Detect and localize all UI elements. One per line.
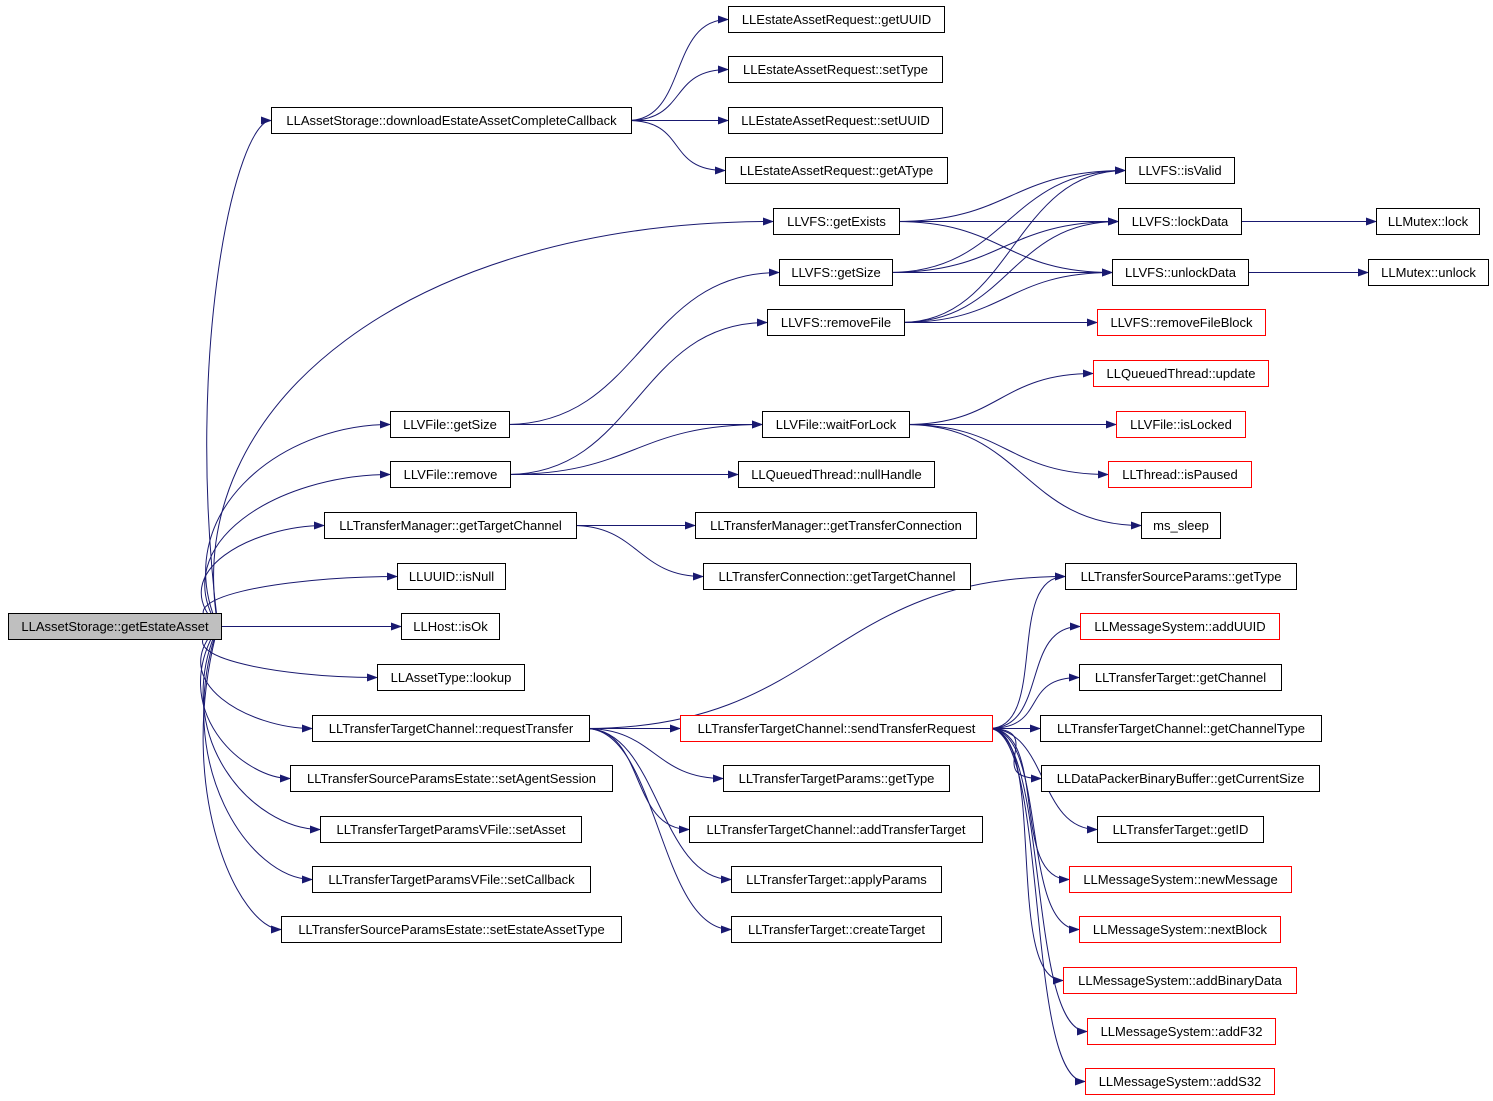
- node-mutex-unlock[interactable]: LLMutex::unlock: [1368, 259, 1489, 286]
- node-tt-create-target[interactable]: LLTransferTarget::createTarget: [731, 916, 942, 943]
- node-e-get-uuid[interactable]: LLEstateAssetRequest::getUUID: [728, 6, 945, 33]
- edge-ttcSendTransferRequest-to-dpbbGetCurrentSize: [988, 728, 1042, 783]
- node-ttc-get-channel-type[interactable]: LLTransferTargetChannel::getChannelType: [1040, 715, 1322, 742]
- edge-root-to-dl: [206, 116, 272, 627]
- node-vfs-remove-file[interactable]: LLVFS::removeFile: [767, 309, 905, 336]
- edge-ttcSendTransferRequest-to-ttGetChannel: [988, 673, 1080, 729]
- node-vfile-get-size[interactable]: LLVFile::getSize: [390, 411, 510, 438]
- edge-vfileGetSize-to-vfsGetSize: [505, 268, 780, 425]
- edge-ttcRequestTransfer-to-tspGetType: [585, 572, 1066, 729]
- edge-vfileWaitForLock-to-threadIsPaused: [905, 424, 1109, 479]
- edge-vfileWaitForLock-to-msSleep: [905, 424, 1142, 530]
- edge-root-to-vfsGetExists: [213, 217, 774, 627]
- edge-vfsRemoveFile-to-vfsLockData: [900, 217, 1119, 323]
- node-ms-add-uuid[interactable]: LLMessageSystem::addUUID: [1080, 613, 1280, 640]
- edge-root-to-tspeSetAgentSession: [200, 626, 291, 783]
- node-vfs-get-exists[interactable]: LLVFS::getExists: [773, 208, 900, 235]
- node-thread-is-paused[interactable]: LLThread::isPaused: [1108, 461, 1252, 488]
- node-vfs-get-size[interactable]: LLVFS::getSize: [779, 259, 893, 286]
- node-ms-add-f32[interactable]: LLMessageSystem::addF32: [1087, 1018, 1276, 1045]
- node-tt-apply-params[interactable]: LLTransferTarget::applyParams: [731, 866, 942, 893]
- node-tm-get-target-channel[interactable]: LLTransferManager::getTargetChannel: [324, 512, 577, 539]
- node-ttpv-set-callback[interactable]: LLTransferTargetParamsVFile::setCallback: [312, 866, 591, 893]
- node-tt-get-channel[interactable]: LLTransferTarget::getChannel: [1079, 664, 1282, 691]
- node-tspe-set-estate-asset-type[interactable]: LLTransferSourceParamsEstate::setEstateA…: [281, 916, 622, 943]
- node-qt-null-handle[interactable]: LLQueuedThread::nullHandle: [738, 461, 935, 488]
- node-ms-add-s32[interactable]: LLMessageSystem::addS32: [1085, 1068, 1275, 1095]
- node-e-get-atype[interactable]: LLEstateAssetRequest::getAType: [725, 157, 948, 184]
- node-ms-sleep[interactable]: ms_sleep: [1141, 512, 1221, 539]
- edge-ttcRequestTransfer-to-ttpGetType: [585, 728, 724, 783]
- node-ttpv-set-asset[interactable]: LLTransferTargetParamsVFile::setAsset: [320, 816, 582, 843]
- node-dpbb-get-current-size[interactable]: LLDataPackerBinaryBuffer::getCurrentSize: [1041, 765, 1320, 792]
- node-uuid-is-null[interactable]: LLUUID::isNull: [397, 563, 506, 590]
- node-ttc-add-transfer-target[interactable]: LLTransferTargetChannel::addTransferTarg…: [689, 816, 983, 843]
- node-vfs-lock-data[interactable]: LLVFS::lockData: [1118, 208, 1242, 235]
- node-at-lookup[interactable]: LLAssetType::lookup: [377, 664, 525, 691]
- edge-dl-to-eGetAType: [627, 120, 726, 175]
- node-vfile-is-locked[interactable]: LLVFile::isLocked: [1116, 411, 1246, 438]
- node-vfile-wait-for-lock[interactable]: LLVFile::waitForLock: [762, 411, 910, 438]
- edge-root-to-ttpvSetCallback: [203, 626, 313, 884]
- edge-ttcSendTransferRequest-to-msNewMessage: [988, 728, 1070, 884]
- edge-root-to-atLookup: [202, 626, 378, 682]
- edge-ttcSendTransferRequest-to-msNextBlock: [988, 728, 1080, 934]
- node-tsp-get-type[interactable]: LLTransferSourceParams::getType: [1065, 563, 1297, 590]
- edge-dl-to-eGetUUID: [627, 15, 729, 121]
- node-vfile-remove[interactable]: LLVFile::remove: [390, 461, 511, 488]
- edge-ttcSendTransferRequest-to-tspGetType: [988, 572, 1066, 729]
- edge-root-to-uuidIsNull: [202, 572, 398, 627]
- edge-root-to-tspeSetEstateAssetType: [202, 626, 282, 934]
- node-ms-add-binary-data[interactable]: LLMessageSystem::addBinaryData: [1063, 967, 1297, 994]
- node-mutex-lock[interactable]: LLMutex::lock: [1376, 208, 1480, 235]
- edge-ttcSendTransferRequest-to-msAddUUID: [988, 622, 1081, 729]
- edge-vfileRemove-to-vfsRemoveFile: [506, 318, 768, 475]
- edge-root-to-ttpvSetAsset: [202, 626, 321, 834]
- edge-tmGetTargetChannel-to-tcGetTargetChannel: [572, 525, 704, 581]
- node-ttc-send-transfer-request[interactable]: LLTransferTargetChannel::sendTransferReq…: [680, 715, 993, 742]
- node-vfs-remove-file-block[interactable]: LLVFS::removeFileBlock: [1097, 309, 1266, 336]
- node-tm-get-transfer-connection[interactable]: LLTransferManager::getTransferConnection: [695, 512, 977, 539]
- edge-vfsGetSize-to-vfsIsValid: [888, 166, 1126, 273]
- node-ms-new-message[interactable]: LLMessageSystem::newMessage: [1069, 866, 1292, 893]
- edge-vfsRemoveFile-to-vfsIsValid: [900, 166, 1126, 323]
- edge-ttcRequestTransfer-to-ttApplyParams: [585, 728, 732, 884]
- edge-root-to-ttcRequestTransfer: [200, 626, 313, 733]
- node-ms-next-block[interactable]: LLMessageSystem::nextBlock: [1079, 916, 1281, 943]
- edge-vfsGetExists-to-vfsIsValid: [895, 166, 1126, 222]
- node-e-set-type[interactable]: LLEstateAssetRequest::setType: [728, 56, 943, 83]
- node-tspe-set-agent-session[interactable]: LLTransferSourceParamsEstate::setAgentSe…: [290, 765, 613, 792]
- node-tc-get-target-channel[interactable]: LLTransferConnection::getTargetChannel: [703, 563, 971, 590]
- edge-vfsGetSize-to-vfsLockData: [888, 217, 1119, 273]
- node-qt-update[interactable]: LLQueuedThread::update: [1093, 360, 1269, 387]
- node-tt-get-id[interactable]: LLTransferTarget::getID: [1097, 816, 1264, 843]
- edge-vfileWaitForLock-to-qtUpdate: [905, 369, 1094, 425]
- node-vfs-is-valid[interactable]: LLVFS::isValid: [1125, 157, 1235, 184]
- node-host-is-ok[interactable]: LLHost::isOk: [401, 613, 500, 640]
- node-vfs-unlock-data[interactable]: LLVFS::unlockData: [1112, 259, 1249, 286]
- node-ttp-get-type[interactable]: LLTransferTargetParams::getType: [723, 765, 950, 792]
- edge-vfsRemoveFile-to-vfsUnlockData: [900, 268, 1113, 323]
- node-root: LLAssetStorage::getEstateAsset: [8, 613, 222, 640]
- edge-ttcRequestTransfer-to-ttCreateTarget: [585, 728, 732, 934]
- edge-root-to-vfileGetSize: [205, 420, 391, 627]
- edge-ttcSendTransferRequest-to-msAddF32: [988, 728, 1088, 1036]
- node-dl[interactable]: LLAssetStorage::downloadEstateAssetCompl…: [271, 107, 632, 134]
- edge-ttcSendTransferRequest-to-msAddS32: [988, 728, 1086, 1086]
- node-e-set-uuid[interactable]: LLEstateAssetRequest::setUUID: [728, 107, 943, 134]
- edge-dl-to-eSetType: [627, 65, 729, 121]
- edge-root-to-vfileRemove: [204, 470, 391, 627]
- node-ttc-request-transfer[interactable]: LLTransferTargetChannel::requestTransfer: [312, 715, 590, 742]
- edge-vfileRemove-to-vfileWaitForLock: [506, 420, 763, 475]
- edge-root-to-tmGetTargetChannel: [200, 521, 325, 627]
